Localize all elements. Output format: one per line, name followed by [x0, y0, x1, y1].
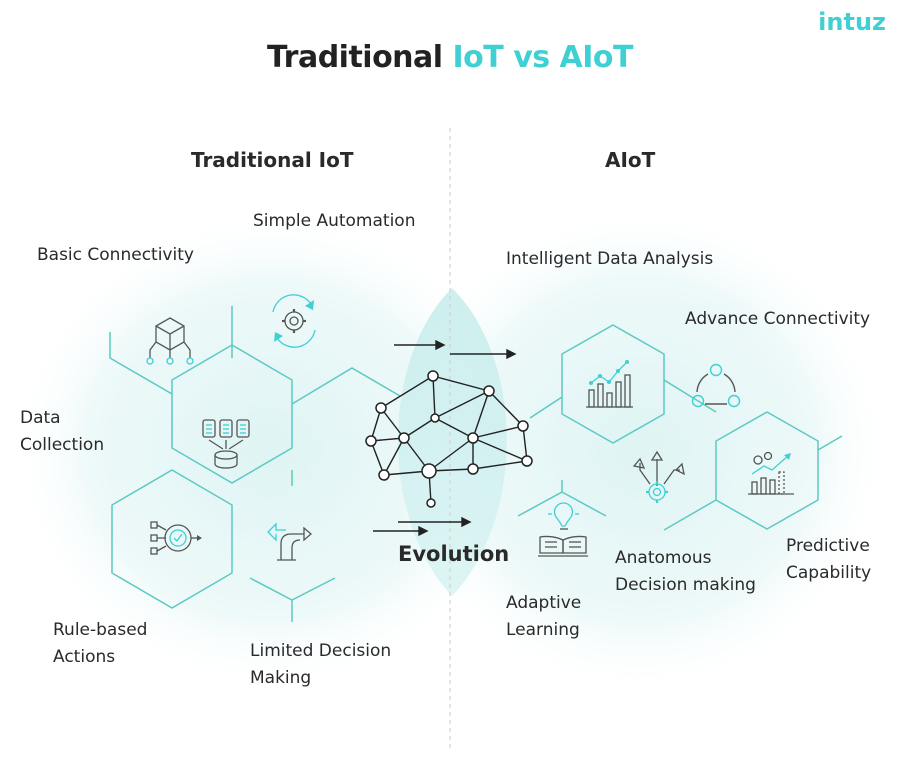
- left-glow: [10, 210, 530, 690]
- label-anatomous-decision-making: Anatomous Decision making: [615, 548, 756, 595]
- label-data-collection: Data Collection: [20, 408, 105, 455]
- label-rule-based-actions: Rule-based Actions: [53, 620, 148, 667]
- page-title: Traditional IoT vs AIoT: [0, 40, 900, 75]
- overlap-lens: [398, 288, 507, 596]
- label-simple-automation: Simple Automation: [253, 211, 416, 231]
- evolution-arrows: [373, 339, 517, 537]
- intuz-logo: intuz: [818, 8, 886, 36]
- title-part1: Traditional: [266, 40, 453, 75]
- heading-aiot: AIoT: [605, 148, 656, 172]
- label-predictive-capability: Predictive Capability: [786, 536, 872, 583]
- database-icon: [202, 419, 250, 469]
- right-hex-network: [517, 324, 843, 531]
- label-limited-decision-making: Limited Decision Making: [250, 641, 392, 688]
- right-glow: [390, 205, 890, 695]
- label-advance-connectivity: Advance Connectivity: [685, 309, 871, 329]
- book-bulb-icon: [538, 502, 588, 557]
- label-evolution: Evolution: [398, 542, 510, 566]
- title-part2: IoT vs AIoT: [452, 40, 634, 75]
- cube-network-icon: [146, 317, 194, 365]
- growth-chart-icon: [748, 451, 794, 495]
- heading-traditional-iot: Traditional IoT: [191, 148, 354, 172]
- label-intelligent-data-analysis: Intelligent Data Analysis: [506, 249, 714, 269]
- neural-network-icon: [365, 370, 533, 508]
- label-adaptive-learning: Adaptive Learning: [506, 593, 582, 640]
- arrows-decision-icon: [267, 522, 312, 561]
- label-basic-connectivity: Basic Connectivity: [37, 245, 194, 265]
- bar-chart-icon: [586, 360, 633, 408]
- target-flow-icon: [150, 521, 202, 555]
- connected-nodes-icon: [691, 363, 741, 408]
- gear-cycle-icon: [272, 294, 316, 348]
- gear-arrows-icon: [632, 450, 685, 503]
- left-hex-network: [109, 306, 401, 622]
